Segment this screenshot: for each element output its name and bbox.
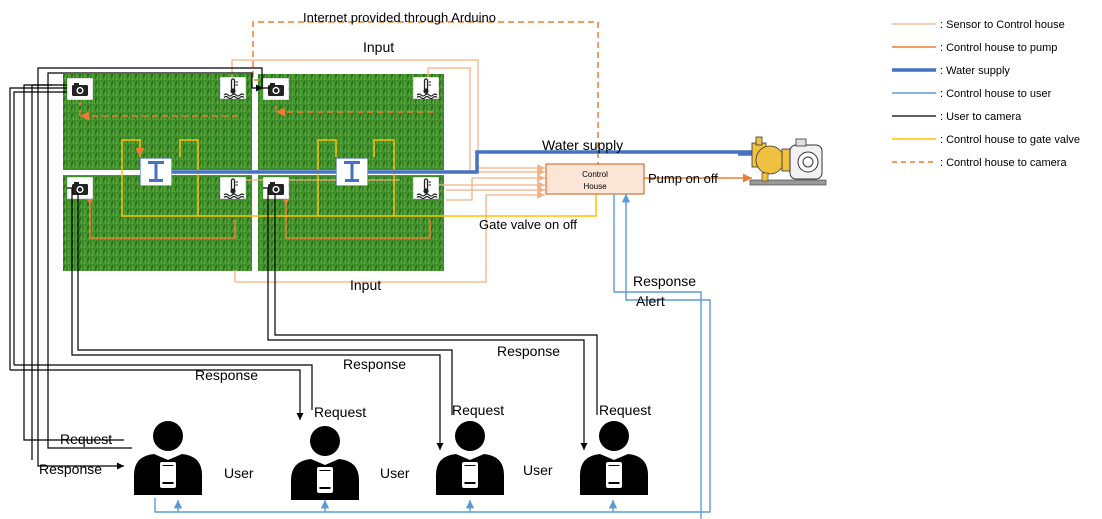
response-right-label: Response [633, 273, 696, 289]
user-2-label: User [380, 465, 410, 481]
gate-valve-icon [336, 158, 368, 186]
control-house-label-2: House [583, 182, 607, 191]
legend-label: : Control house to camera [940, 157, 1067, 169]
user-3-label: User [523, 462, 553, 478]
camera-icon [263, 78, 289, 100]
user-with-phone-icon [291, 426, 359, 500]
control-to-user-lines [154, 194, 711, 519]
legend-label: : Control house to pump [940, 42, 1057, 54]
legend-item: : Control house to gate valve [892, 134, 1080, 146]
control-to-camera-lines [79, 21, 599, 168]
alert-label: Alert [636, 293, 665, 309]
legend-label: : Water supply [940, 65, 1010, 77]
user-with-phone-icon [134, 421, 202, 495]
legend-label: : User to camera [940, 111, 1022, 123]
user-1-request-label: Request [60, 431, 112, 447]
water-pump-icon [749, 136, 827, 186]
user-with-phone-icon [580, 421, 648, 495]
user-to-camera-lines [9, 67, 598, 470]
legend-item: : Sensor to Control house [892, 19, 1065, 31]
pump-on-off-label: Pump on off [648, 171, 718, 186]
legend-item: : Control house to pump [892, 42, 1057, 54]
water-temperature-icon [413, 77, 439, 99]
legend-item: : Water supply [892, 65, 1010, 77]
legend-label: : Control house to gate valve [940, 134, 1080, 146]
legend-label: : Control house to user [940, 88, 1052, 100]
input-bottom-label: Input [350, 277, 381, 293]
control-to-pump-lines [85, 173, 752, 239]
legend-item: : Control house to user [892, 88, 1052, 100]
internet-label: Internet provided through Arduino [303, 10, 496, 25]
user-with-phone-icon [436, 421, 504, 495]
gate-valve-icon [140, 158, 172, 186]
legend: : Sensor to Control house : Control house… [892, 19, 1080, 169]
legend-label: : Sensor to Control house [940, 19, 1065, 31]
user-4-request-label: Request [599, 402, 651, 418]
control-house: Control House [545, 163, 645, 195]
user-1-label: User [224, 465, 254, 481]
user-4-response-label: Response [497, 343, 560, 359]
input-top-label: Input [363, 39, 394, 55]
camera-icon [67, 78, 93, 100]
gate-valve-lines [121, 139, 597, 217]
gate-valve-label: Gate valve on off [479, 217, 577, 232]
water-supply-label: Water supply [542, 137, 623, 153]
water-supply-lines [155, 150, 752, 174]
user-3-request-label: Request [452, 402, 504, 418]
user-2-response-label: Response [195, 367, 258, 383]
user-3-response-label: Response [343, 356, 406, 372]
legend-item: : Control house to camera [892, 157, 1067, 169]
user-1-response-label: Response [39, 461, 102, 477]
water-temperature-icon [220, 77, 246, 99]
water-temperature-icon [413, 177, 439, 199]
user-2-request-label: Request [314, 404, 366, 420]
control-house-label-1: Control [582, 170, 608, 179]
water-temperature-icon [220, 177, 246, 199]
legend-item: : User to camera [892, 111, 1022, 123]
